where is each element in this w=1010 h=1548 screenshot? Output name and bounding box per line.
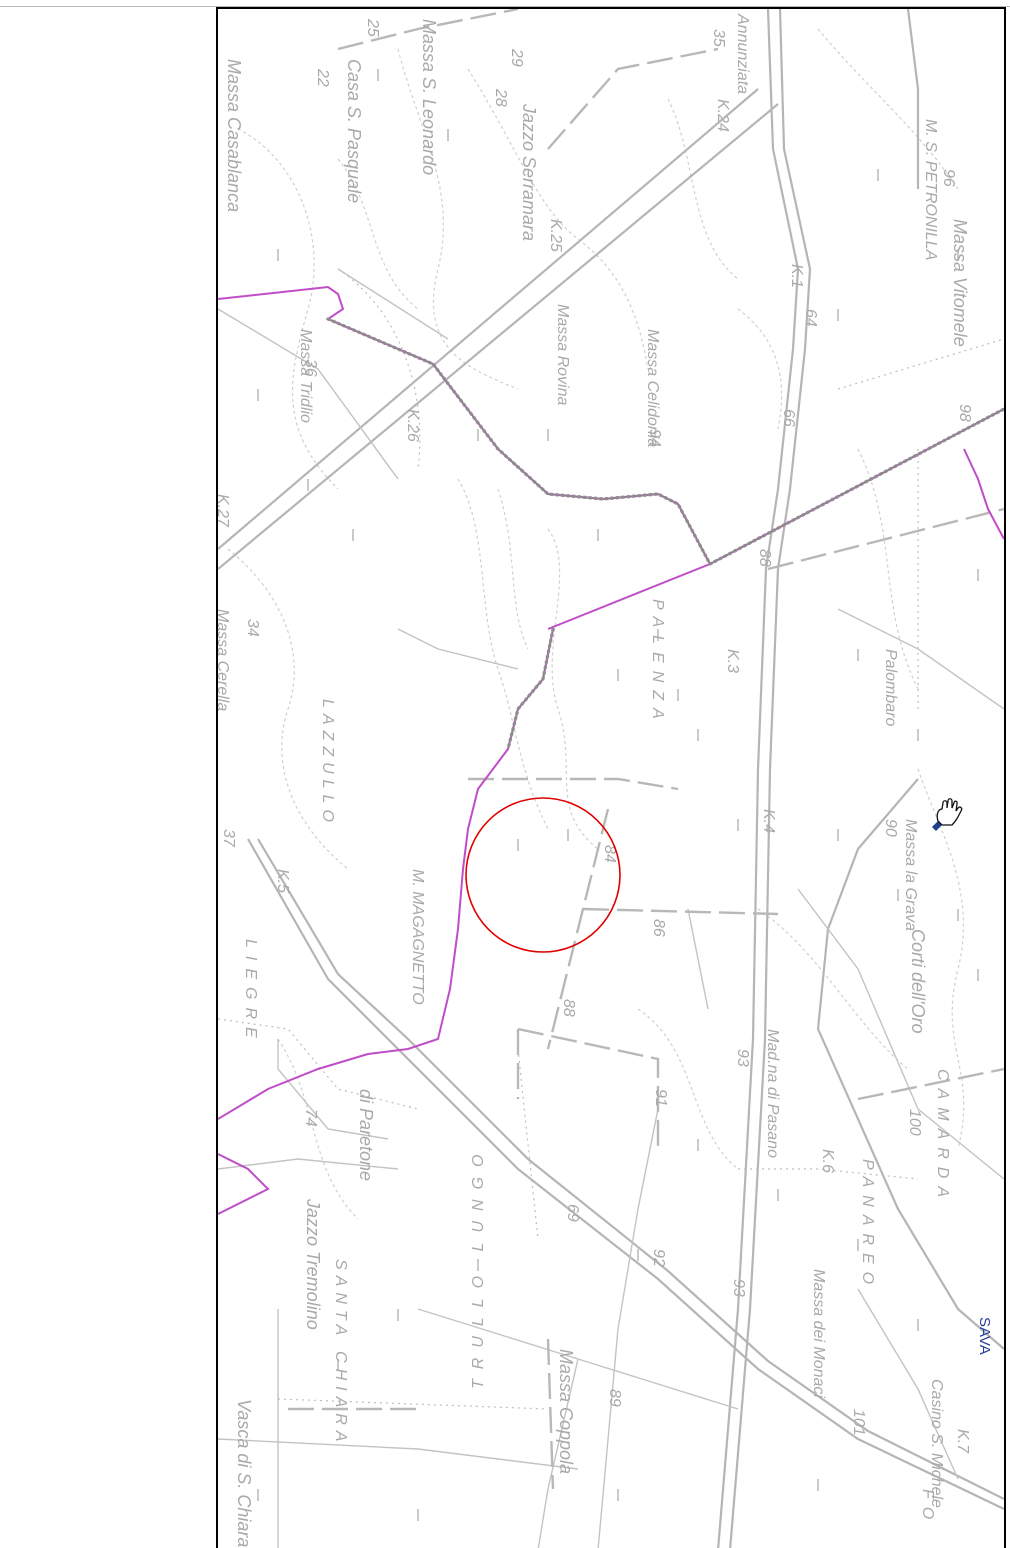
label-k24: K.24 — [714, 99, 731, 132]
label-k25: K.25 — [547, 219, 564, 252]
label-m-magagnetto: M. MAGAGNETTO — [409, 869, 426, 1005]
elevation-label: 101 — [850, 1409, 867, 1436]
elevation-label: 92 — [650, 1249, 667, 1267]
label-casa-s-pasquale: Casa S. Pasquale — [344, 59, 364, 203]
label-k5-left: K.5 — [274, 869, 291, 893]
label-k3-upper: K.3 — [724, 649, 741, 673]
elevation-label: 86 — [650, 919, 667, 937]
elevation-label: 35 — [710, 29, 727, 47]
elevation-labels: 28 29 35 36 96 64 66 98 94 88 84 90 86 8… — [220, 18, 973, 1436]
label-palenza: PALENZA — [649, 599, 666, 727]
label-fo: FO — [919, 1489, 936, 1527]
elevation-label: 84 — [601, 845, 618, 863]
label-mad-na-di-pasano: Mad.na di Pasano — [764, 1029, 781, 1158]
elevation-label: 93 — [730, 1279, 747, 1297]
elevation-label: 96 — [940, 169, 957, 187]
elevation-label: 28 — [492, 88, 509, 107]
label-k27: K.27 — [218, 494, 231, 528]
elevation-label: 25 — [364, 18, 381, 37]
label-massa-casablanca: Massa Casablanca — [224, 59, 244, 212]
administrative-boundary — [218, 285, 1004, 1215]
road-labels: K.24 K.25 K.1 K.26 K.27 K.3 K.4 K.5 K.6 … — [218, 99, 971, 1454]
label-massa-tridlio: Massa Tridlio — [297, 329, 314, 423]
elevation-label: 69 — [564, 1204, 581, 1222]
elevation-label: 36 — [302, 359, 319, 377]
label-camarda: CAMARDA — [934, 1069, 951, 1205]
elevation-label: 94 — [646, 429, 663, 447]
place-labels: Casa S. Pasquale Massa Casablanca Massa … — [218, 13, 970, 1547]
label-k4: K.4 — [760, 809, 777, 833]
elevation-label: 29 — [508, 48, 525, 67]
ground-symbols — [257, 69, 979, 1521]
elevation-label: 90 — [882, 819, 899, 837]
elevation-label: 88 — [560, 999, 577, 1017]
elevation-label: 98 — [956, 404, 973, 422]
elevation-label: 100 — [906, 1109, 923, 1136]
label-casino-s-michele: Casino S. Michele — [928, 1379, 945, 1508]
elevation-label: 34 — [244, 619, 261, 637]
top-rule — [0, 6, 1010, 7]
elevation-label: 89 — [606, 1389, 623, 1407]
elevation-label: SAVA — [976, 1317, 993, 1355]
label-vasca-di-s-chiara: Vasca di S. Chiara — [234, 1399, 254, 1547]
elevation-label: 22 — [314, 68, 331, 87]
label-di-paretone: di Paretone — [356, 1089, 376, 1181]
label-massa-coppola: Massa Coppola — [556, 1349, 576, 1474]
label-lazzullo: LAZZULLO — [319, 699, 336, 828]
label-k6: K.6 — [819, 1149, 836, 1173]
label-annunziata: Annunziata — [734, 13, 751, 94]
label-liegre: LIEGRE — [242, 939, 259, 1046]
elevation-label: 64 — [802, 309, 819, 327]
label-jazzo-tremolino: Jazzo Tremolino — [303, 1198, 323, 1330]
label-jazzo-serramara: Jazzo Serramara — [519, 103, 539, 241]
label-trullo-lungo: TRULLO LUNGO — [470, 1145, 487, 1389]
label-massa-vitomele: Massa Vitomele — [950, 219, 970, 347]
label-panareo: PANAREO — [859, 1159, 876, 1292]
label-massa-celidonia: Massa Celidonia — [644, 329, 661, 447]
label-m-s-petronilla: M. S. PETRONILLA — [922, 119, 939, 260]
label-massa-dei-monaci: Massa dei Monaci — [810, 1269, 827, 1398]
topographic-map[interactable]: Casa S. Pasquale Massa Casablanca Massa … — [218, 9, 1004, 1548]
label-massa-s-leonardo: Massa S. Leonardo — [419, 19, 439, 175]
elevation-label: 93 — [734, 1049, 751, 1067]
label-palombaro: Palombaro — [882, 649, 899, 726]
elevation-label: 74 — [302, 1109, 319, 1127]
label-k26: K.26 — [404, 409, 421, 442]
elevation-label: 37 — [220, 829, 237, 848]
label-massa-cerella: Massa Cerella — [218, 609, 231, 711]
town-label-sava: SAVA — [976, 1317, 993, 1355]
roads — [218, 9, 1004, 1548]
contour-lines — [227, 28, 965, 1220]
hedge-lines — [218, 268, 1004, 1410]
label-corti-dell-oro: Corti dell'Oro — [908, 929, 928, 1033]
elevation-label: 91 — [652, 1089, 669, 1107]
label-k7: K.7 — [954, 1429, 971, 1454]
tracks — [288, 9, 1004, 1490]
label-santa-chiara: SANTA CHIARA — [332, 1259, 349, 1447]
map-viewer[interactable]: Casa S. Pasquale Massa Casablanca Massa … — [216, 7, 1006, 1548]
label-massa-la-grava: Massa la Grava — [902, 819, 919, 931]
hand-icon[interactable] — [932, 798, 963, 831]
label-massa-rovina: Massa Rovina — [554, 304, 571, 405]
elevation-label: 66 — [780, 409, 797, 427]
red-circle-marker — [465, 797, 621, 953]
label-k1: K.1 — [788, 264, 805, 288]
elevation-label: 88 — [756, 549, 773, 567]
